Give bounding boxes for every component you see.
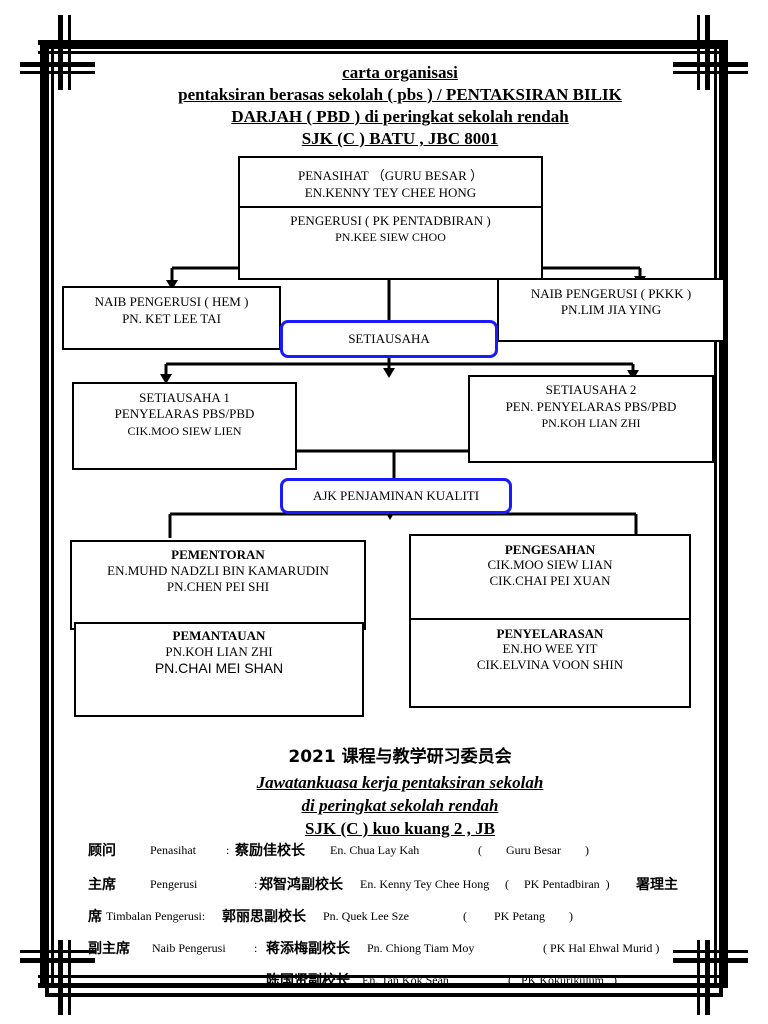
- row-role: Timbalan Pengerusi:: [106, 909, 206, 923]
- ajk-box: AJK PENJAMINAN KUALITI: [280, 478, 512, 514]
- naib-pkkk-box: [497, 278, 725, 342]
- chart-title-line4: SJK (C ) BATU , JBC 8001: [301, 129, 499, 148]
- setiausaha1-role2: PENYELARAS PBS/PBD: [114, 406, 255, 421]
- naib-pkkk-name: PN.LIM JIA YING: [560, 302, 662, 317]
- row-cn-name: 郑智鸿副校长: [259, 877, 343, 893]
- row-role: Pengerusi: [150, 877, 198, 891]
- setiausaha2-name: PN.KOH LIAN ZHI: [541, 416, 641, 430]
- penasihat-role: PENASIHAT （GURU BESAR ）: [297, 168, 484, 183]
- row-extra: 署理主: [636, 877, 678, 893]
- naib-hem-name: PN. KET LEE TAI: [122, 311, 221, 326]
- pemantauan-name2: PN.CHAI MEI SHAN: [154, 660, 284, 676]
- chart-title-line1: carta organisasi: [342, 63, 458, 82]
- penasihat-name: EN.KENNY TEY CHEE HONG: [304, 185, 477, 200]
- pemantauan-box: [74, 622, 364, 717]
- setiausaha2-role: SETIAUSAHA 2: [545, 382, 637, 397]
- row-role: Naib Pengerusi: [152, 941, 226, 955]
- row-sep: :: [254, 941, 258, 955]
- row-name: En. Tan Kok Sean: [362, 973, 449, 987]
- setiausaha1-name: CIK.MOO SIEW LIEN: [127, 424, 242, 438]
- row-cn-name: 蔡励佳校长: [235, 843, 305, 859]
- naib-hem-box: [62, 286, 281, 350]
- naib-hem-role: NAIB PENGERUSI ( HEM ): [94, 294, 249, 309]
- naib-pkkk-role: NAIB PENGERUSI ( PKKK ): [530, 286, 692, 301]
- row-post: ( Guru Besar ): [478, 843, 589, 857]
- pementoran-name2: PN.CHEN PEI SHI: [166, 579, 270, 594]
- chart-title-line2: pentaksiran berasas sekolah ( pbs ) / PE…: [178, 85, 622, 104]
- row-cn-title: 顾问: [88, 843, 116, 859]
- pementoran-name1: EN.MUHD NADZLI BIN KAMARUDIN: [107, 563, 329, 578]
- ajk-label: AJK PENJAMINAN KUALITI: [312, 488, 480, 503]
- row-post: ( PK Petang ): [463, 909, 573, 923]
- row-name: En. Chua Lay Kah: [330, 843, 420, 857]
- penyelarasan-name2: CIK.ELVINA VOON SHIN: [476, 657, 624, 672]
- pengerusi-name: PN.KEE SIEW CHOO: [335, 230, 446, 244]
- row-post: ( PK Pentadbiran ): [505, 877, 610, 891]
- setiausaha-label: SETIAUSAHA: [348, 331, 430, 346]
- committee-heading-cn: 2021 课程与教学研习委员会: [80, 746, 720, 768]
- row-sep: :: [254, 877, 258, 891]
- committee-heading-3: di peringkat sekolah rendah: [301, 796, 499, 815]
- row-name: En. Kenny Tey Chee Hong: [360, 877, 490, 891]
- pengesahan-name2: CIK.CHAI PEI XUAN: [489, 573, 611, 588]
- row-sep: :: [226, 843, 230, 857]
- penasihat-pengerusi-box: [238, 156, 543, 280]
- setiausaha2-role2: PEN. PENYELARAS PBS/PBD: [505, 399, 677, 414]
- pementoran-role: PEMENTORAN: [171, 547, 265, 562]
- pementoran-box: [70, 540, 366, 630]
- row-post: ( PK Hal Ehwal Murid ): [543, 941, 660, 955]
- penyelarasan-box: [409, 618, 691, 708]
- committee-heading-4: SJK (C ) kuo kuang 2 , JB: [305, 819, 495, 838]
- committee-row: 顾问: [88, 840, 116, 860]
- row-cn-title: 副主席: [88, 941, 130, 957]
- box-divider: [238, 206, 543, 208]
- setiausaha-box: SETIAUSAHA: [280, 320, 498, 358]
- setiausaha1-role: SETIAUSAHA 1: [139, 390, 230, 405]
- row-cn-name: 郭丽思副校长: [222, 909, 306, 925]
- row-name: Pn. Chiong Tiam Moy: [367, 941, 475, 955]
- setiausaha1-box: [72, 382, 297, 470]
- committee-heading-2: Jawatankuasa kerja pentaksiran sekolah: [256, 773, 544, 792]
- row-role: Penasihat: [150, 843, 196, 857]
- pemantauan-name1: PN.KOH LIAN ZHI: [165, 644, 273, 659]
- row-cn-title: 席: [88, 909, 102, 925]
- chart-title-line3: DARJAH ( PBD ) di peringkat sekolah rend…: [231, 107, 569, 126]
- row-cn-title: 主席: [88, 877, 116, 893]
- committee-heading-cn-text: 2021 课程与教学研习委员会: [288, 747, 512, 767]
- row-cn-name: 蒋添梅副校长: [266, 941, 350, 957]
- row-cn-name: 陈国贤副校长: [266, 973, 350, 989]
- penyelarasan-role: PENYELARASAN: [496, 626, 604, 641]
- pengerusi-role: PENGERUSI ( PK PENTADBIRAN ): [290, 213, 491, 228]
- setiausaha2-box: [468, 375, 714, 463]
- pengesahan-name1: CIK.MOO SIEW LIAN: [487, 557, 613, 572]
- row-name: Pn. Quek Lee Sze: [323, 909, 409, 923]
- row-post: ( PK Kokurikulum ): [508, 973, 617, 987]
- pemantauan-role: PEMANTAUAN: [172, 628, 266, 643]
- pengesahan-role: PENGESAHAN: [504, 542, 596, 557]
- penyelarasan-name1: EN.HO WEE YIT: [502, 641, 598, 656]
